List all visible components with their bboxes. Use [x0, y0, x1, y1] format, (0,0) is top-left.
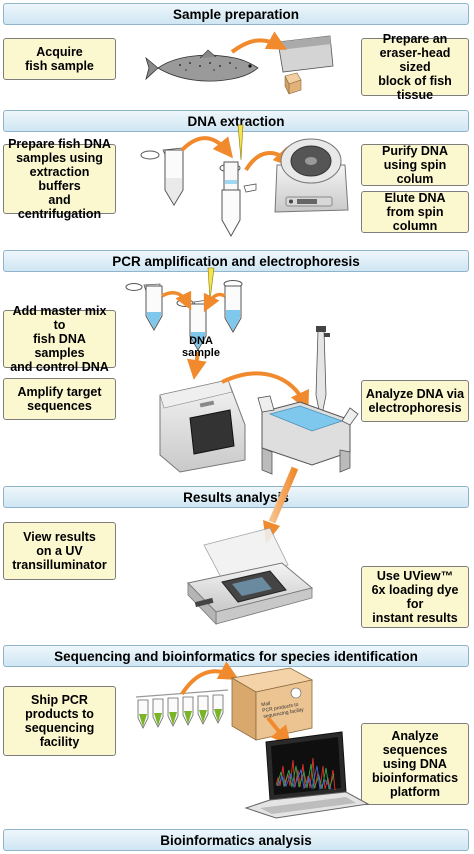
header-dna-extraction: DNA extraction — [3, 110, 469, 132]
dna-sample-label: DNA sample — [176, 335, 226, 359]
step-elute-dna: Elute DNA from spin column — [361, 191, 469, 233]
header-bioinformatics-analysis: Bioinformatics analysis — [3, 829, 469, 851]
control-tube-icon — [224, 281, 242, 333]
micropipette-icon — [316, 326, 330, 437]
electrophoresis-chamber-icon — [258, 396, 358, 474]
tissue-block-icon — [285, 73, 301, 94]
arrow-icon — [162, 293, 188, 304]
header-sequencing: Sequencing and bioinformatics for specie… — [3, 645, 469, 667]
step-uview-dye: Use UView™ 6x loading dye for instant re… — [361, 566, 469, 628]
header-results-analysis: Results analysis — [3, 486, 469, 508]
header-pcr-electrophoresis: PCR amplification and electrophoresis — [3, 250, 469, 272]
step-prepare-tissue-block: Prepare an eraser-head sized block of fi… — [361, 38, 469, 96]
step-analyze-electrophoresis: Analyze DNA via electrophoresis — [361, 380, 469, 422]
arrowhead-icon — [263, 520, 280, 544]
step-analyze-sequences: Analyze sequences using DNA bioinformati… — [361, 723, 469, 805]
step-purify-dna: Purify DNA using spin colum — [361, 144, 469, 186]
step-add-master-mix: Add master mix to fish DNA samples and c… — [3, 310, 116, 368]
arrow-icon — [268, 718, 286, 740]
step-amplify-sequences: Amplify target sequences — [3, 378, 116, 420]
step-acquire-fish-sample: Acquire fish sample — [3, 38, 116, 80]
centrifuge-icon — [275, 139, 348, 212]
box-label: Mail PCR products to sequencing facility — [261, 694, 311, 720]
thermal-cycler-icon — [160, 380, 245, 472]
arrow-icon — [207, 294, 225, 306]
arrow-icon — [182, 138, 228, 152]
header-sample-preparation: Sample preparation — [3, 3, 469, 25]
fish-icon — [146, 50, 258, 81]
razor-blade-icon — [278, 36, 333, 72]
step-view-uv: View results on a UV transilluminator — [3, 522, 116, 580]
spin-column-icon — [220, 162, 256, 236]
arrow-icon — [246, 153, 288, 170]
arrow-icon — [182, 671, 232, 694]
pcr-tube-strip-icon — [136, 690, 228, 728]
arrow-icon — [232, 40, 280, 52]
pipette-tip-icon — [208, 268, 214, 300]
laptop-icon — [246, 732, 368, 818]
step-prepare-dna-samples: Prepare fish DNA samples using extractio… — [3, 144, 116, 214]
microcentrifuge-tube-icon — [141, 148, 183, 205]
uv-transilluminator-icon — [188, 528, 312, 624]
step-ship-pcr-products: Ship PCR products to sequencing facility — [3, 686, 116, 756]
arrow-icon — [222, 373, 305, 404]
sample-tube-icon — [126, 284, 162, 331]
